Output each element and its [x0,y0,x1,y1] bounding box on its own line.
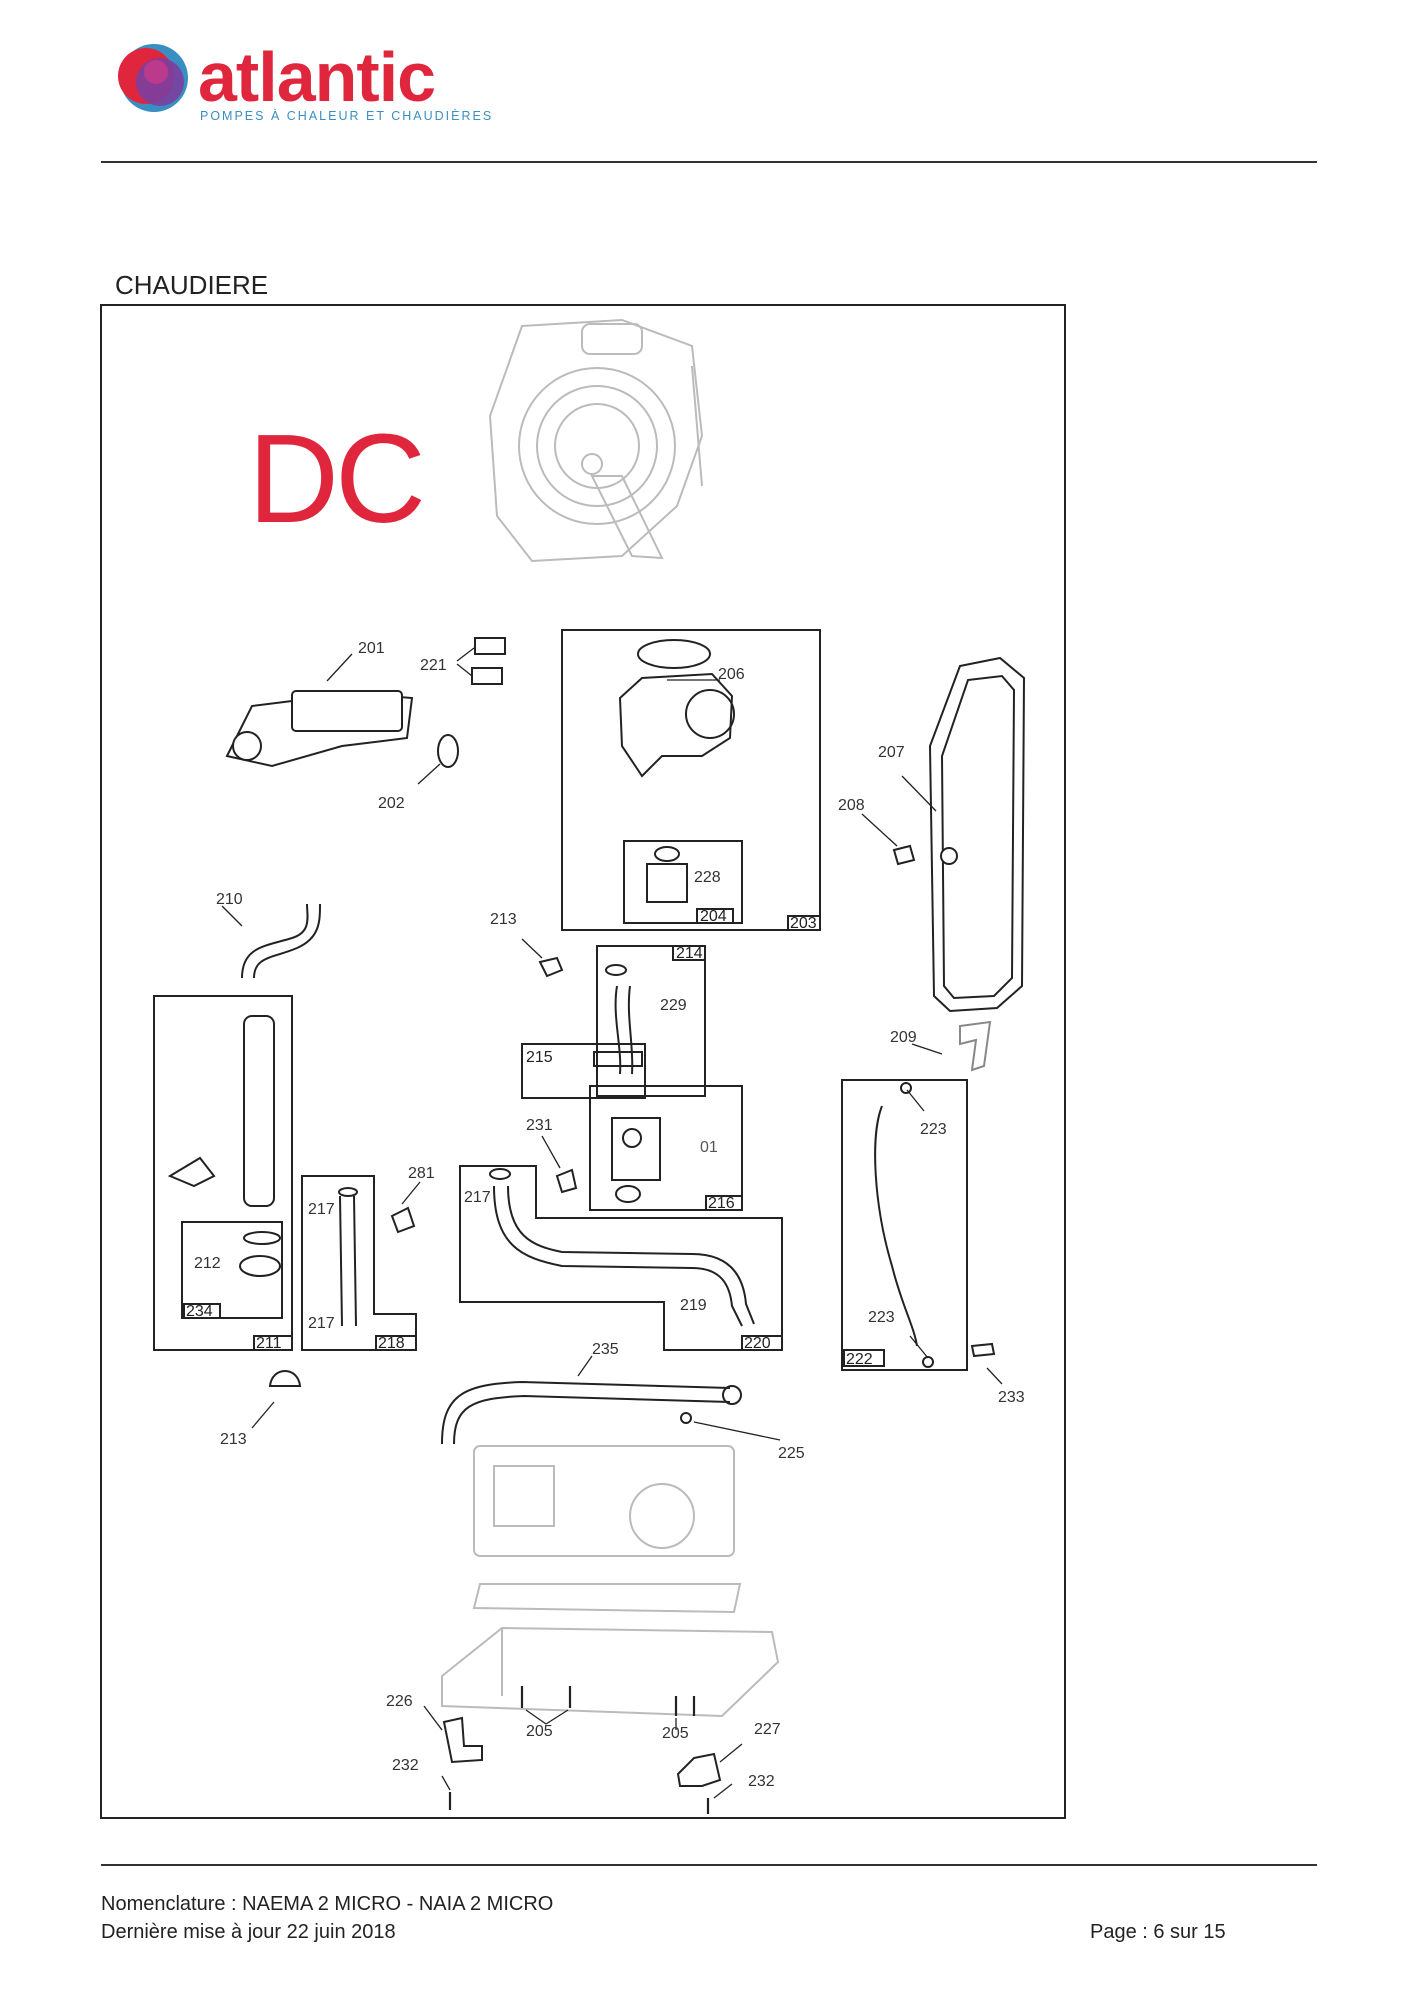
callout-216: 216 [708,1195,735,1212]
callout-227: 227 [754,1721,781,1738]
callout-labels: 201 221 202 206 207 208 210 213 203 204 … [186,640,1025,1790]
callout-01: 01 [700,1139,718,1156]
callout-232-left: 232 [392,1757,419,1774]
callout-218: 218 [378,1335,405,1352]
part-207-expansion-vessel [901,656,1026,1013]
callout-233: 233 [998,1389,1025,1406]
callout-229: 229 [660,997,687,1014]
callout-207: 207 [878,744,905,761]
box-220 [459,1165,783,1351]
callout-231: 231 [526,1117,553,1134]
callout-215: 215 [526,1049,553,1066]
callout-203: 203 [790,915,817,932]
callout-217-mid: 217 [464,1189,491,1206]
box-214-215 [521,945,706,1099]
box-222 [841,1079,968,1371]
callout-222: 222 [846,1351,873,1368]
heat-exchanger-ghost [488,318,704,563]
footer-divider [101,1864,1317,1866]
callout-223-bottom: 223 [868,1309,895,1326]
callout-217-left: 217 [308,1201,335,1218]
part-210-pipe [221,903,321,979]
part-233 [970,1342,1003,1385]
section-title: CHAUDIERE [115,270,269,300]
part-201-fan-housing [225,653,414,768]
callout-219: 219 [680,1297,707,1314]
callout-206: 206 [718,666,745,683]
brand-name: atlantic [198,38,436,116]
diagram-frame [100,304,1066,1819]
footer-updated-date: Dernière mise à jour 22 juin 2018 [101,1921,396,1943]
callout-213-bottom: 213 [220,1431,247,1448]
footer-page-number: Page : 6 sur 15 [1090,1921,1226,1943]
header-divider [101,161,1317,163]
callout-204: 204 [700,908,727,925]
callout-281: 281 [408,1165,435,1182]
callout-201: 201 [358,640,385,657]
callout-234: 234 [186,1303,213,1320]
callout-221: 221 [420,657,447,674]
part-213-clip [521,938,564,978]
callout-220: 220 [744,1335,771,1352]
callout-202: 202 [378,795,405,812]
part-202-ring [417,734,459,785]
hydraulic-block-ghost [441,1445,780,1718]
part-213-bottom-clip [251,1370,302,1429]
callout-235: 235 [592,1341,619,1358]
part-235-pipe [441,1355,742,1445]
callout-205-right: 205 [662,1725,689,1742]
exploded-parts-diagram: 201 221 202 206 207 208 210 213 203 204 … [153,318,1026,1814]
part-221-clips [456,637,506,685]
part-225 [680,1412,781,1441]
callout-226: 226 [386,1693,413,1710]
callout-210: 210 [216,891,243,908]
bottom-fittings [423,1686,743,1814]
brand-tagline: POMPES À CHALEUR ET CHAUDIÈRES [200,109,494,123]
callout-205-left: 205 [526,1723,553,1740]
callout-212: 212 [194,1255,221,1272]
callout-214: 214 [676,945,703,962]
callout-209: 209 [890,1029,917,1046]
part-208-fitting [861,813,916,866]
part-281-clip [390,1181,421,1234]
callout-228: 228 [694,869,721,886]
callout-217-bottom: 217 [308,1315,335,1332]
box-203 [561,629,821,931]
callout-211: 211 [256,1335,282,1352]
callout-213: 213 [490,911,517,928]
part-231-clip [541,1135,578,1194]
box-211-234 [153,995,293,1351]
callout-223-top: 223 [920,1121,947,1138]
atlantic-logo-mark [118,44,188,112]
callout-232-right: 232 [748,1773,775,1790]
diagram-overlay-label: DC [248,408,426,549]
box-216 [589,1085,743,1211]
callout-208: 208 [838,797,865,814]
box-218 [301,1175,417,1351]
part-209-bracket [911,1020,992,1072]
footer-nomenclature: Nomenclature : NAEMA 2 MICRO - NAIA 2 MI… [101,1893,554,1915]
callout-225: 225 [778,1445,805,1462]
